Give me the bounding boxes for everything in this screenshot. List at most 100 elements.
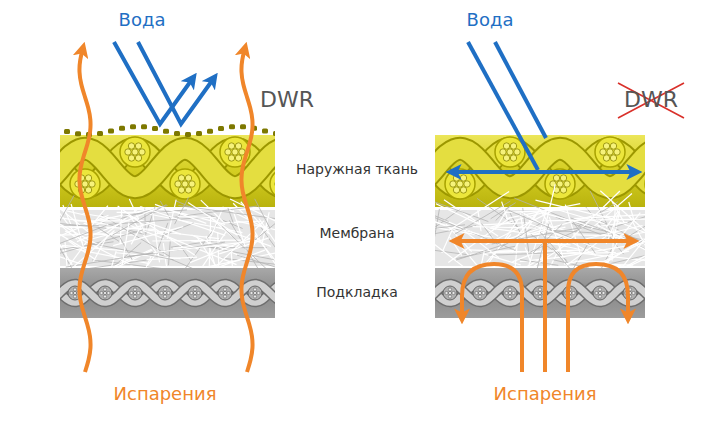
water-label: Вода bbox=[467, 10, 514, 30]
membrane-fiber bbox=[253, 232, 275, 270]
lining-yarn bbox=[443, 286, 457, 300]
membrane-fiber bbox=[111, 251, 116, 270]
lining-yarn bbox=[158, 286, 172, 300]
membrane-fiber bbox=[222, 226, 266, 269]
yarn-strand bbox=[435, 149, 645, 188]
membrane-fiber bbox=[255, 199, 270, 229]
vapor-return-arrow bbox=[462, 264, 522, 372]
lining-yarn bbox=[503, 286, 517, 300]
membrane-fiber bbox=[171, 206, 258, 218]
membrane-fiber bbox=[464, 231, 499, 258]
water-arrow bbox=[114, 42, 193, 124]
lining-yarn bbox=[188, 286, 202, 300]
membrane-fiber bbox=[483, 223, 528, 225]
cross-out-mark bbox=[618, 83, 684, 118]
dwr-dot bbox=[218, 126, 224, 131]
lining-yarn bbox=[218, 286, 232, 300]
membrane-fiber bbox=[435, 225, 465, 229]
lining-yarn bbox=[98, 286, 112, 300]
dwr-dot bbox=[262, 129, 268, 134]
membrane-fiber bbox=[60, 227, 91, 253]
membrane-fiber bbox=[506, 204, 580, 219]
membrane-fiber bbox=[526, 223, 608, 252]
dwr-dot bbox=[174, 131, 180, 136]
dwr-label: DWR bbox=[260, 88, 314, 112]
membrane-fiber bbox=[153, 241, 257, 253]
membrane-fiber bbox=[155, 252, 196, 270]
membrane-fiber bbox=[535, 200, 618, 220]
dwr-dot bbox=[185, 132, 191, 137]
yarn-bundle bbox=[70, 169, 100, 199]
lining-yarn bbox=[248, 286, 262, 300]
lining-yarn bbox=[128, 286, 142, 300]
dwr-dot bbox=[163, 129, 169, 134]
membrane-fiber bbox=[66, 251, 167, 267]
dwr-dot bbox=[273, 131, 275, 136]
membrane-fiber bbox=[525, 247, 531, 262]
yarn-bundle bbox=[170, 169, 200, 199]
water-line bbox=[495, 42, 546, 138]
membrane-fiber bbox=[542, 219, 645, 221]
membrane-fiber bbox=[473, 227, 537, 228]
dwr-dot bbox=[240, 124, 246, 129]
water-label: Вода bbox=[119, 10, 166, 30]
yarn-bundle bbox=[120, 137, 150, 167]
membrane-fiber bbox=[155, 204, 206, 223]
dwr-dot bbox=[119, 126, 125, 131]
membrane-fiber bbox=[118, 206, 144, 225]
vapor-return-arrow bbox=[568, 264, 628, 372]
membrane-fiber bbox=[612, 209, 615, 260]
layer-name: Мембрана bbox=[319, 226, 394, 241]
membrane-fiber bbox=[152, 239, 241, 241]
dwr-dot bbox=[130, 124, 136, 129]
fabric-right bbox=[435, 135, 645, 318]
yarn-bundle bbox=[595, 137, 625, 167]
lining-yarn bbox=[473, 286, 487, 300]
dwr-dot bbox=[97, 131, 103, 136]
membrane-fiber bbox=[71, 204, 83, 247]
lining-yarn bbox=[593, 286, 607, 300]
membrane-fiber bbox=[98, 228, 119, 242]
vapor-arrow bbox=[241, 48, 252, 372]
layer-name: Подкладка bbox=[316, 285, 397, 300]
lining-strand bbox=[435, 284, 645, 303]
vapor-label: Испарения bbox=[494, 384, 597, 404]
vapor-arrow bbox=[79, 48, 90, 372]
membrane-fiber bbox=[449, 191, 509, 230]
dwr-dot bbox=[141, 124, 147, 129]
membrane-fiber bbox=[113, 227, 183, 246]
membrane-fiber bbox=[141, 207, 225, 236]
dwr-dot bbox=[64, 129, 70, 134]
membrane-fiber bbox=[598, 222, 628, 226]
membrane-fiber bbox=[612, 209, 645, 228]
vapor-blocked-arrow bbox=[455, 239, 633, 243]
membrane-fiber bbox=[455, 201, 511, 234]
membrane-fiber bbox=[456, 244, 505, 260]
dwr-dot bbox=[152, 126, 158, 131]
yarn-strand bbox=[435, 149, 645, 188]
membrane-fiber bbox=[502, 202, 508, 220]
vapor-label: Испарения bbox=[114, 384, 217, 404]
membrane-fiber bbox=[75, 220, 129, 221]
membrane-fiber bbox=[153, 212, 160, 263]
membrane-fiber bbox=[435, 210, 449, 221]
membrane-fiber bbox=[527, 208, 621, 235]
dwr-dot bbox=[207, 129, 213, 134]
water-spread-arrow bbox=[452, 170, 636, 174]
membrane-fiber bbox=[169, 240, 171, 265]
membrane-fiber bbox=[618, 213, 640, 241]
lining-strand bbox=[435, 284, 645, 303]
membrane-fiber bbox=[188, 202, 237, 235]
vapor-line bbox=[543, 242, 547, 372]
dwr-dot bbox=[108, 129, 114, 134]
yarn-bundle bbox=[270, 169, 275, 199]
membrane-fiber bbox=[442, 229, 453, 252]
membrane-fiber bbox=[573, 222, 595, 254]
membrane-fiber bbox=[435, 209, 439, 245]
water-arrow bbox=[138, 42, 214, 124]
lining-strand bbox=[435, 283, 645, 302]
lining-strand bbox=[435, 283, 645, 302]
flow-arrows bbox=[79, 42, 684, 372]
